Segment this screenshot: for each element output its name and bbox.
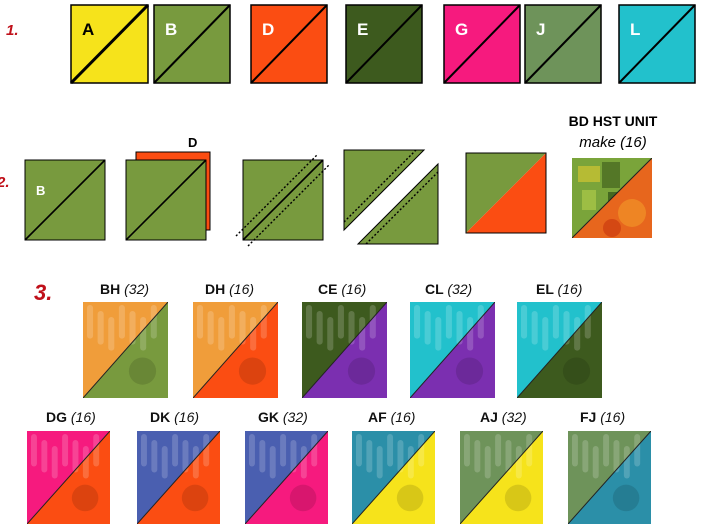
step-2-number: 2.	[0, 174, 10, 191]
unit-code: EL	[536, 281, 554, 297]
unit-count: (32)	[282, 409, 308, 425]
unit-code: DK	[150, 409, 171, 425]
swatch-label-l: L	[630, 20, 641, 39]
step2-pressed-hst	[465, 152, 547, 234]
hst-unit-el	[517, 302, 602, 398]
unit-count: (16)	[341, 281, 367, 297]
swatch-label-e: E	[357, 20, 369, 39]
bd-hst-unit-photo	[572, 158, 652, 238]
hst-unit-aj	[460, 431, 543, 524]
step2-stacked-squares: D	[125, 135, 211, 241]
unit-count: (16)	[229, 281, 255, 297]
fabric-swatch-d: D	[250, 4, 328, 84]
hst-unit-cl	[410, 302, 495, 398]
hst-unit-gk	[245, 431, 328, 524]
unit-count: (32)	[447, 281, 473, 297]
step-3-number: 3.	[34, 280, 53, 305]
unit-count: (16)	[70, 409, 96, 425]
unit-code: BH	[100, 281, 121, 297]
hst-unit-dg	[27, 431, 110, 524]
bd-unit-title: BD HST UNIT	[568, 113, 658, 129]
unit-caption-gk: GK (32)	[258, 409, 308, 425]
step2-cut-apart	[343, 149, 439, 245]
unit-code: AJ	[480, 409, 498, 425]
swatch-label-d: D	[262, 20, 275, 39]
fabric-swatch-j: J	[524, 4, 602, 84]
unit-code: CE	[318, 281, 338, 297]
hst-unit-ce	[302, 302, 387, 398]
fabric-swatch-e: E	[345, 4, 423, 84]
unit-count: (16)	[600, 409, 626, 425]
unit-code: FJ	[580, 409, 597, 425]
unit-caption-bh: BH (32)	[100, 281, 149, 297]
hst-unit-bh	[83, 302, 168, 398]
step2-sew-lines	[235, 153, 331, 247]
unit-count: (32)	[501, 409, 527, 425]
unit-caption-aj: AJ (32)	[480, 409, 527, 425]
bd-unit-count: make (16)	[579, 134, 647, 151]
unit-code: CL	[425, 281, 444, 297]
hst-unit-dk	[137, 431, 220, 524]
swatch-label-b: B	[165, 20, 178, 39]
unit-caption-fj: FJ (16)	[580, 409, 625, 425]
unit-caption-af: AF (16)	[368, 409, 415, 425]
fabric-swatch-a: A	[69, 3, 150, 85]
unit-caption-dg: DG (16)	[46, 409, 96, 425]
unit-count: (32)	[124, 281, 150, 297]
swatch-label-j: J	[536, 20, 546, 39]
unit-count: (16)	[557, 281, 583, 297]
unit-count: (16)	[390, 409, 416, 425]
unit-caption-dk: DK (16)	[150, 409, 199, 425]
step2-square-b: B	[24, 159, 106, 241]
fabric-swatch-l: L	[618, 4, 696, 84]
square-b-label: B	[36, 183, 45, 198]
fabric-swatch-b: B	[153, 4, 231, 84]
unit-count: (16)	[174, 409, 200, 425]
hst-unit-fj	[568, 431, 651, 524]
unit-caption-dh: DH (16)	[205, 281, 254, 297]
hst-process-diagram: B D	[24, 135, 547, 247]
unit-code: DH	[205, 281, 226, 297]
unit-code: DG	[46, 409, 67, 425]
swatch-label-g: G	[455, 20, 469, 39]
hst-unit-af	[352, 431, 435, 524]
unit-caption-el: EL (16)	[536, 281, 582, 297]
swatch-label-a: A	[82, 20, 95, 39]
fabric-swatch-g: G	[443, 4, 521, 84]
unit-caption-ce: CE (16)	[318, 281, 366, 297]
hst-unit-dh	[193, 302, 278, 398]
unit-code: GK	[258, 409, 279, 425]
back-square-label: D	[188, 135, 197, 150]
unit-caption-cl: CL (32)	[425, 281, 472, 297]
unit-code: AF	[368, 409, 387, 425]
step-1-number: 1.	[6, 22, 19, 39]
